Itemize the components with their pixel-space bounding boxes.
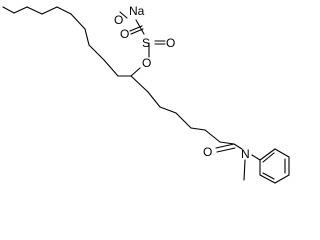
bond xyxy=(219,141,235,145)
bond xyxy=(130,75,149,93)
atom-oxygen: O xyxy=(114,13,123,27)
bond xyxy=(274,174,290,184)
bond xyxy=(70,13,86,30)
bond-lines xyxy=(2,6,290,184)
bond xyxy=(88,44,105,61)
atom-nitrogen: N xyxy=(241,147,250,161)
bond xyxy=(26,6,43,15)
bond xyxy=(130,67,141,77)
bond xyxy=(251,154,261,161)
atom-oxygen: O xyxy=(120,27,129,41)
bond xyxy=(262,172,275,180)
bond xyxy=(233,143,243,150)
atom-labels: Na O S O O O O N xyxy=(114,4,250,161)
chemical-structure: Na O S O O O O N xyxy=(2,4,290,184)
bond xyxy=(215,143,235,149)
bond xyxy=(216,147,236,153)
bond xyxy=(259,148,276,161)
bond xyxy=(262,152,275,163)
atom-oxygen: O xyxy=(142,56,151,70)
bond xyxy=(13,6,28,14)
bond xyxy=(130,28,144,35)
bond xyxy=(2,6,15,14)
bond xyxy=(175,112,192,129)
bond xyxy=(243,159,246,181)
bond xyxy=(190,127,206,131)
bond xyxy=(41,6,58,15)
bond xyxy=(147,91,161,108)
bond xyxy=(119,11,128,19)
bond xyxy=(159,106,177,114)
atom-oxygen: O xyxy=(166,36,175,50)
atom-sulfur: S xyxy=(142,36,150,50)
bond xyxy=(274,148,290,158)
bond xyxy=(259,174,276,184)
atom-sodium: Na xyxy=(129,4,145,18)
bond xyxy=(56,6,72,15)
bond xyxy=(204,129,221,143)
bond xyxy=(129,25,143,32)
atom-oxygen: O xyxy=(203,145,212,159)
bond xyxy=(84,28,90,46)
bond xyxy=(103,59,119,77)
